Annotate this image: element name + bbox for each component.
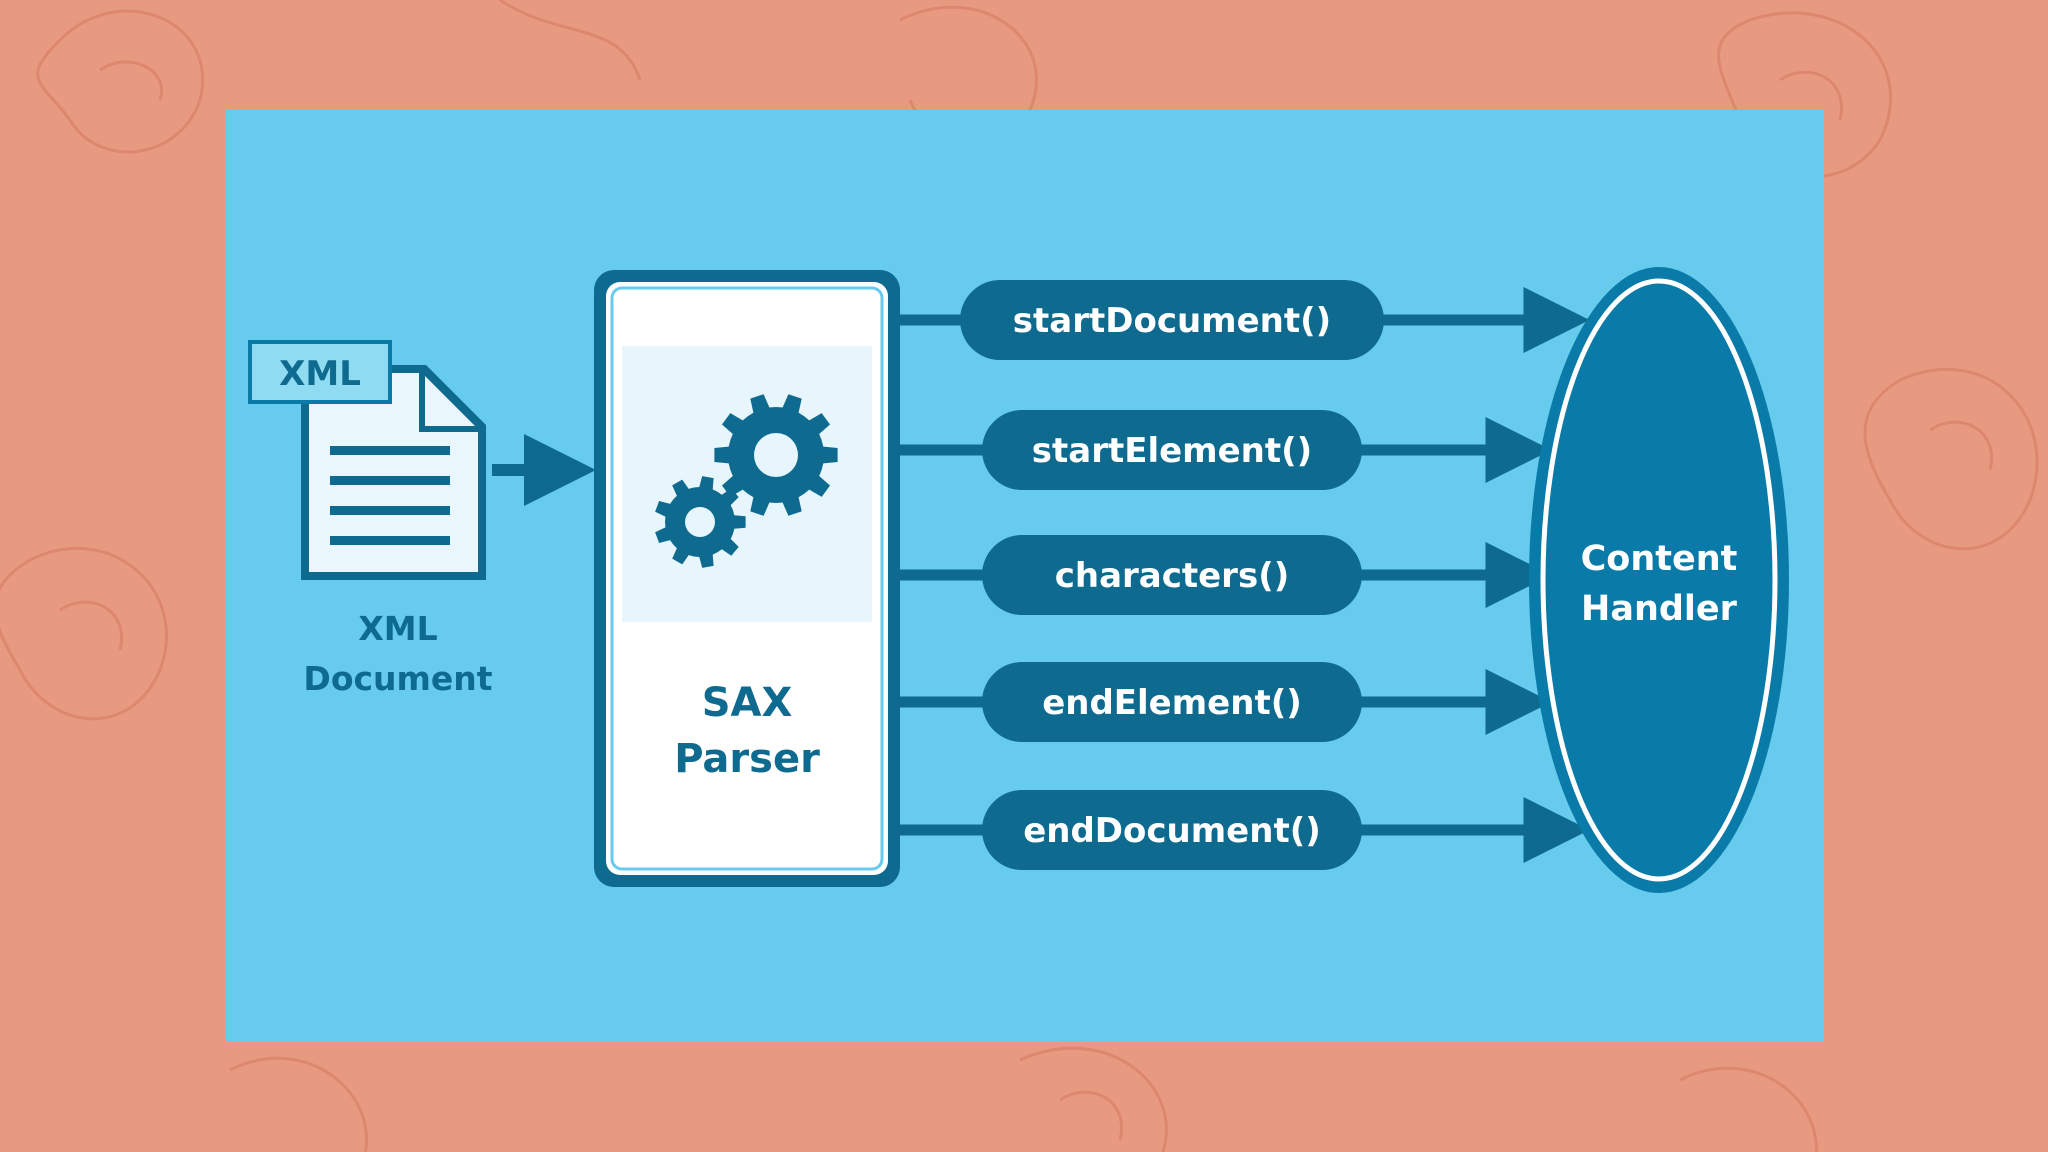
event-label: startDocument()	[1013, 301, 1331, 341]
content-handler-ellipse	[1529, 267, 1789, 893]
text-line-icon	[330, 476, 450, 485]
sax-diagram: XML XML Document SAX Parser startDocumen…	[226, 110, 1824, 1042]
event-flow-row: startElement()	[900, 410, 1524, 490]
event-flow-row: characters()	[900, 535, 1524, 615]
parser-label-line1: SAX	[702, 680, 793, 726]
diagram-panel: XML XML Document SAX Parser startDocumen…	[226, 110, 1824, 1042]
xml-badge: XML	[250, 342, 390, 402]
flower-decoration	[0, 548, 166, 718]
xml-badge-label: XML	[279, 354, 361, 394]
text-line-icon	[330, 446, 450, 455]
text-line-icon	[330, 506, 450, 515]
flower-decoration	[230, 1058, 1816, 1152]
handler-label-line2: Handler	[1581, 589, 1738, 629]
sax-parser-box	[594, 270, 900, 887]
flower-decoration	[38, 11, 203, 152]
flower-decoration	[1865, 369, 2037, 548]
event-label: startElement()	[1032, 431, 1312, 471]
event-flow-row: endElement()	[900, 662, 1524, 742]
event-label: endElement()	[1042, 683, 1302, 723]
parser-label-line2: Parser	[674, 736, 820, 782]
handler-label-line1: Content	[1581, 539, 1738, 579]
event-flow-row: endDocument()	[900, 790, 1562, 870]
flower-decoration	[1020, 1048, 1166, 1152]
event-label: endDocument()	[1023, 811, 1321, 851]
event-label: characters()	[1055, 556, 1290, 596]
event-flow-row: startDocument()	[900, 280, 1562, 360]
event-flows: startDocument() startElement() characters(…	[900, 280, 1562, 870]
text-line-icon	[330, 536, 450, 545]
document-label-line1: XML	[358, 609, 437, 648]
document-label-line2: Document	[303, 659, 492, 698]
